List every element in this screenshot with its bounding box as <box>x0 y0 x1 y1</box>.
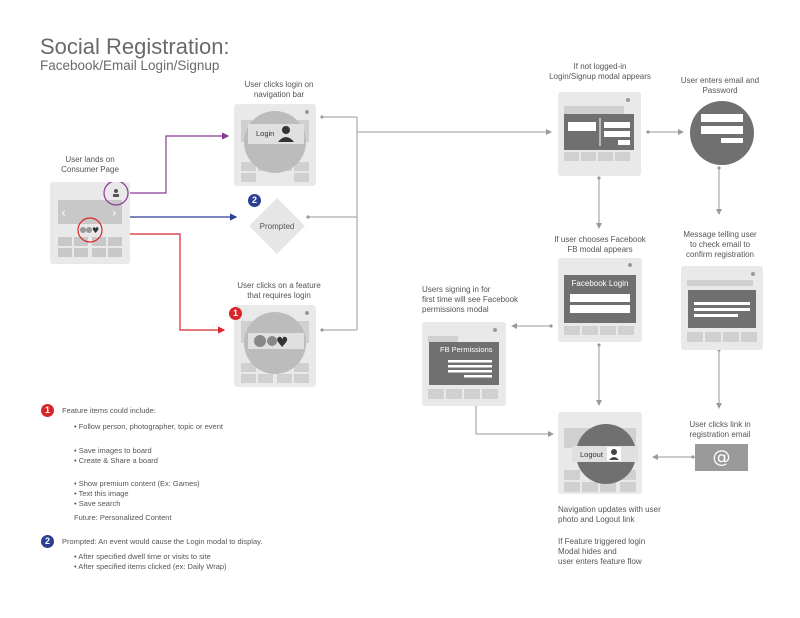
page-subtitle: Facebook/Email Login/Signup <box>40 58 220 73</box>
heart-icon: ♥ <box>276 335 289 351</box>
fb-modal-caption-line1: If user chooses Facebook <box>554 235 646 244</box>
prompted-badge: 2 <box>248 194 261 207</box>
click-link-caption-line1: User clicks link in <box>689 420 751 429</box>
heart-icon: ♥ <box>92 226 99 235</box>
feature-caption-line2: that requires login <box>247 291 311 300</box>
note1-heading: Feature items could include: <box>62 406 156 415</box>
fb-permissions-screen <box>422 322 506 406</box>
logout-caption-line4: Modal hides and <box>558 547 617 556</box>
purple-connector <box>128 132 230 194</box>
note1-item: • Show premium content (Ex: Games) <box>74 479 200 488</box>
consumer-page-screen: ‹ › ♥ <box>50 182 130 264</box>
user-icon <box>114 189 118 193</box>
logout-caption-line1: Navigation updates with user <box>558 505 661 514</box>
fb-perm-caption-line3: permissions modal <box>422 305 489 314</box>
feature-screen: ♥ <box>234 305 316 387</box>
logout-label: Logout <box>580 450 603 459</box>
prompted-diamond <box>247 196 307 256</box>
carousel-right-arrow-icon: › <box>112 206 117 220</box>
consumer-caption-line1: User lands on <box>65 155 115 164</box>
confirm-caption-line3: confirm registration <box>685 250 755 259</box>
note1-item: • Create & Share a board <box>74 456 158 465</box>
carousel-left-arrow-icon: ‹ <box>61 206 66 220</box>
note1-badge: 1 <box>41 404 54 417</box>
logout-caption-line5: user enters feature flow <box>558 557 642 566</box>
note2-item: • After specified items clicked (ex: Dai… <box>74 562 227 571</box>
click-link-caption-line2: registration email <box>689 430 751 439</box>
modal-caption-line2: Login/Signup modal appears <box>549 72 651 81</box>
note1-item: • Save search <box>74 499 121 508</box>
email-at-icon: @ <box>695 444 748 471</box>
fb-modal-caption-line2: FB modal appears <box>567 245 633 254</box>
user-avatar-icon <box>282 126 290 134</box>
note1-item: • Follow person, photographer, topic or … <box>74 422 223 431</box>
fb-login-label: Facebook Login <box>571 279 629 288</box>
note1-item: • Save images to board <box>74 446 152 455</box>
fb-permissions-label: FB Permissions <box>440 345 493 354</box>
note1-future: Future: Personalized Content <box>74 513 172 522</box>
fb-perm-caption-line1: Users signing in for <box>422 285 491 294</box>
red-connector <box>104 233 226 334</box>
login-nav-label: Login <box>256 129 275 138</box>
note2-badge: 2 <box>41 535 54 548</box>
note1-item: • Text this image <box>74 489 129 498</box>
confirm-message-screen <box>681 266 763 350</box>
email-caption-line1: User enters email and <box>680 76 760 85</box>
modal-caption-line1: If not logged-in <box>573 62 627 71</box>
confirm-caption-line2: to check email to <box>689 240 751 249</box>
fb-perm-caption-line2: first time will see Facebook <box>422 295 519 304</box>
note2-item: • After specified dwell time or visits t… <box>74 552 211 561</box>
feature-caption-line1: User clicks on a feature <box>237 281 321 290</box>
email-caption-line2: Password <box>702 86 738 95</box>
prompted-label: Prompted <box>259 222 295 231</box>
email-entry-circle <box>689 100 755 166</box>
feature-badge: 1 <box>229 307 242 320</box>
confirm-caption-line1: Message telling user <box>683 230 757 239</box>
login-signup-modal-screen <box>558 92 641 176</box>
fb-modal-screen <box>558 258 642 342</box>
logout-caption-line2: photo and Logout link <box>558 515 635 524</box>
logout-caption-line3: If Feature triggered login <box>558 537 646 546</box>
page-title: Social Registration: <box>40 34 230 59</box>
login-nav-caption-line2: navigation bar <box>253 90 305 99</box>
login-nav-screen <box>234 104 316 186</box>
logout-screen <box>558 412 642 494</box>
note2-heading: Prompted: An event would cause the Login… <box>62 537 263 546</box>
user-photo-icon <box>611 449 617 455</box>
consumer-caption-line2: Consumer Page <box>61 165 119 174</box>
login-nav-caption-line1: User clicks login on <box>244 80 314 89</box>
